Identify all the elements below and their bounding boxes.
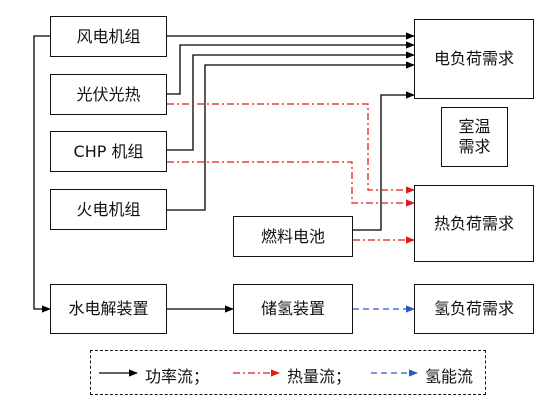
power-link-electrolyzer (33, 35, 51, 313)
power-link-thermal (167, 61, 415, 211)
power-link-chp (167, 51, 415, 151)
legend-hydrogen-label: 氢能流 (425, 367, 474, 386)
node-label: 燃料电池 (260, 226, 325, 246)
heat-link-chp (167, 161, 415, 207)
node-label: 水电解装置 (68, 299, 149, 318)
node-label: 电负荷需求 (433, 49, 514, 68)
node-pv-thermal: 光伏光热 (50, 74, 167, 115)
node-label: 光伏光热 (76, 84, 141, 104)
node-label: 氢负荷需求 (433, 299, 514, 318)
node-hydrogen-storage: 储氢装置 (233, 284, 353, 334)
power-link-fuel-cell (353, 91, 415, 231)
node-hydrogen-demand: 氢负荷需求 (414, 284, 534, 334)
node-label: 储氢装置 (260, 299, 325, 318)
node-wind-turbine: 风电机组 (50, 16, 167, 57)
power-link-pv (167, 41, 415, 95)
node-label-line-1: 室温 (458, 117, 491, 136)
node-label: 热负荷需求 (433, 213, 514, 233)
node-label-line-2: 需求 (458, 137, 491, 156)
node-fuel-cell: 燃料电池 (233, 216, 353, 257)
legend-power-label: 功率流； (145, 367, 210, 386)
legend-swatches (99, 369, 418, 377)
node-label: 风电机组 (76, 26, 141, 46)
node-thermal-unit: 火电机组 (50, 189, 167, 230)
node-room-temperature-demand: 室温 需求 (441, 107, 508, 167)
node-chp-unit: CHP 机组 (50, 131, 167, 172)
legend-heat-label: 热量流； (287, 367, 352, 386)
legend: 功率流； 热量流； 氢能流 (90, 350, 486, 395)
node-label: CHP 机组 (73, 141, 144, 161)
node-electric-demand: 电负荷需求 (414, 19, 534, 99)
node-label: 火电机组 (76, 199, 141, 219)
node-electrolyzer: 水电解装置 (50, 284, 167, 334)
heat-link-pv (167, 103, 415, 194)
node-heat-demand: 热负荷需求 (414, 185, 534, 262)
